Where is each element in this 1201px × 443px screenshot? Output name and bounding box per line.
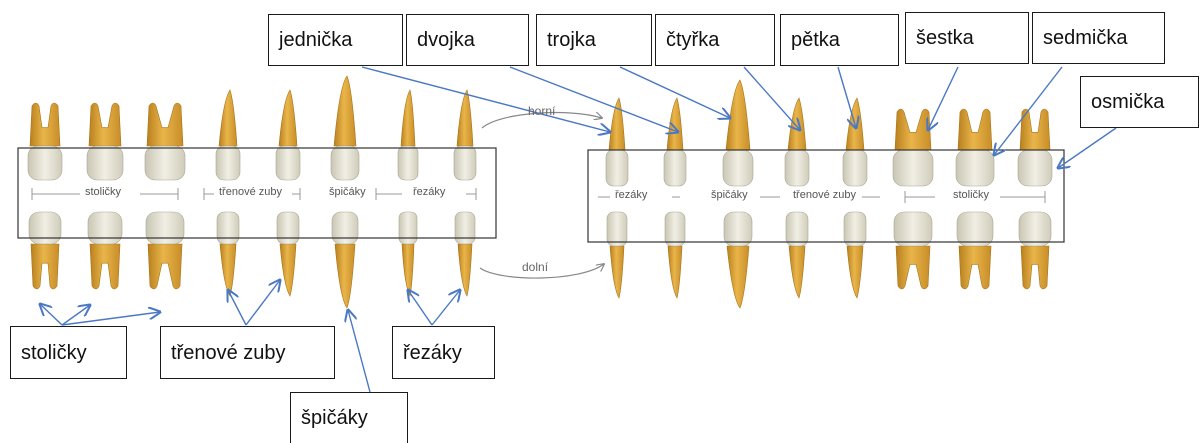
upper-left-tooth [215, 89, 241, 181]
arrow-trojka [619, 66, 730, 118]
lower-left-tooth [145, 211, 185, 290]
arrow-spicaky [348, 310, 371, 393]
caption-right-spicaky: špičáky [708, 189, 751, 201]
upper-right-tooth [784, 97, 810, 187]
right-bracket-lines [598, 191, 1046, 203]
arrow-trenove-1 [228, 290, 247, 326]
upper-left-tooth [86, 102, 124, 181]
arrow-sestka [928, 66, 959, 130]
arrow-sedmicka [994, 66, 1063, 155]
label-dvojka: dvojka [406, 14, 529, 66]
label-osmicka: osmička [1080, 76, 1199, 128]
upper-teeth-group [27, 75, 1053, 187]
upper-right-tooth [605, 97, 629, 187]
label-spicaky: špičáky [290, 392, 408, 443]
label-jednicka: jednička [268, 14, 403, 66]
caption-right-stolicky: stoličky [950, 189, 993, 201]
arrow-stolicky-2 [61, 305, 90, 326]
lower-right-tooth [1018, 211, 1052, 290]
upper-left-tooth [453, 89, 477, 181]
caption-right-trenove: třenové zuby [790, 189, 859, 201]
label-trenove-zuby: třenové zuby [160, 326, 335, 379]
left-bracket-lines [31, 188, 477, 200]
label-sestka: šestka [905, 12, 1029, 64]
lower-left-tooth [398, 211, 418, 297]
upper-right-tooth [955, 108, 995, 187]
arrow-jednicka [361, 66, 610, 132]
left-jaw-frame [17, 147, 497, 239]
dolni-label: dolní [522, 260, 549, 274]
lower-right-tooth [606, 211, 628, 299]
upper-left-tooth [330, 75, 360, 181]
arrow-rezaky-1 [408, 290, 433, 326]
lower-left-tooth [454, 211, 476, 297]
arrow-stolicky-3 [61, 312, 160, 326]
caption-left-trenove: třenové zuby [216, 186, 285, 198]
horni-label: horní [528, 104, 556, 118]
lower-right-tooth [664, 211, 686, 299]
dolni-connector [479, 264, 604, 279]
lower-right-tooth [843, 211, 867, 299]
arrow-ctyrka [743, 66, 800, 130]
label-petka: pětka [780, 14, 899, 66]
label-arrows [40, 66, 1117, 393]
upper-left-tooth [397, 89, 419, 181]
lower-right-tooth [893, 211, 933, 290]
upper-right-tooth [892, 108, 934, 187]
lower-right-tooth [723, 211, 753, 309]
caption-left-stolicky: stoličky [82, 186, 125, 198]
upper-right-tooth [842, 97, 868, 187]
label-stolicky: stoličky [10, 326, 127, 379]
lower-left-tooth [28, 211, 62, 290]
arrow-petka [837, 66, 856, 128]
label-sedmicka: sedmička [1032, 12, 1165, 64]
arrow-osmicka [1058, 127, 1117, 168]
lower-left-tooth [331, 211, 359, 309]
label-trojka: trojka [536, 14, 652, 66]
upper-right-tooth [722, 79, 754, 187]
arrow-dvojka [509, 66, 678, 132]
upper-left-tooth [144, 102, 186, 181]
label-rezaky: řezáky [392, 326, 495, 379]
caption-right-rezaky: řezáky [612, 189, 651, 201]
lower-left-tooth [87, 211, 123, 290]
lower-left-tooth [216, 211, 240, 297]
upper-right-tooth [1017, 108, 1053, 187]
lower-right-tooth [785, 211, 809, 299]
lower-right-tooth [956, 211, 994, 290]
arrow-trenove-2 [245, 280, 280, 326]
arrow-rezaky-2 [431, 290, 460, 326]
upper-left-tooth [275, 89, 301, 181]
lower-left-tooth [276, 211, 300, 297]
arrow-stolicky-1 [40, 304, 63, 326]
caption-left-spicaky: špičáky [326, 186, 369, 198]
upper-right-tooth [663, 97, 687, 187]
upper-left-tooth [27, 102, 63, 181]
right-jaw-frame [587, 149, 1065, 243]
caption-left-rezaky: řezáky [410, 186, 449, 198]
label-ctyrka: čtyřka [655, 14, 775, 66]
